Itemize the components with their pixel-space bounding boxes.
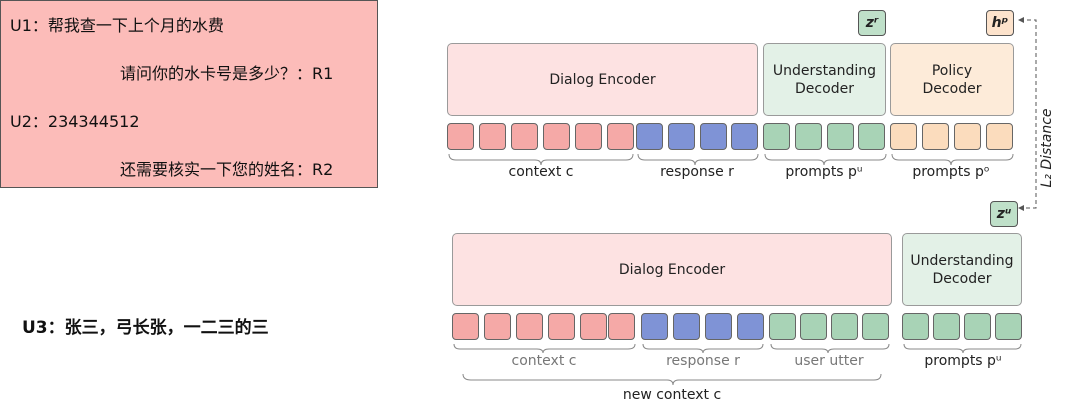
top-token-prompt-o <box>954 123 981 150</box>
top-token-prompt-u <box>827 123 854 150</box>
dialog-r1: 请问你的水卡号是多少？：R1 <box>120 64 334 83</box>
top-token-context <box>447 123 474 150</box>
bottom-token-context <box>484 313 511 340</box>
bottom-token-prompt-u <box>964 313 991 340</box>
zu-symbol: zᵘ <box>990 201 1018 227</box>
bottom-label-prompts-u: prompts pᵘ <box>924 353 1002 369</box>
dialog-u3: U3：张三，弓长张，一二三的三 <box>22 318 269 338</box>
top-token-prompt-o <box>922 123 949 150</box>
bottom-token-user-utter <box>800 313 827 340</box>
top-token-response <box>700 123 727 150</box>
top-dialog-encoder: Dialog Encoder <box>447 43 758 116</box>
bottom-dialog-encoder: Dialog Encoder <box>452 233 892 306</box>
dialog-u1: U1：帮我查一下上个月的水费 <box>10 16 224 35</box>
top-token-context <box>607 123 634 150</box>
top-label-prompts-u: prompts pᵘ <box>785 164 863 180</box>
bottom-dialog-encoder-label: Dialog Encoder <box>618 261 726 278</box>
bottom-token-response <box>641 313 668 340</box>
bottom-token-context <box>452 313 479 340</box>
top-understanding-decoder: Understanding Decoder <box>763 43 886 116</box>
top-token-response <box>731 123 758 150</box>
top-token-context <box>511 123 538 150</box>
dialog-r2: 还需要核实一下您的姓名：R2 <box>120 160 334 179</box>
top-token-context <box>575 123 602 150</box>
top-token-prompt-u <box>795 123 822 150</box>
bottom-understanding-decoder-label: Understanding Decoder <box>910 252 1014 287</box>
top-dialog-encoder-label: Dialog Encoder <box>549 71 656 88</box>
l2-distance-label: L₂ Distance <box>1039 108 1055 188</box>
top-policy-decoder-label: Policy Decoder <box>922 62 982 97</box>
bottom-label-response: response r <box>666 353 740 369</box>
top-token-prompt-o <box>890 123 917 150</box>
top-token-prompt-u <box>763 123 790 150</box>
bottom-token-user-utter <box>769 313 796 340</box>
top-label-prompts-o: prompts pᵒ <box>912 164 990 180</box>
bottom-label-context: context c <box>511 353 577 369</box>
bottom-token-user-utter <box>862 313 889 340</box>
bottom-token-response <box>673 313 700 340</box>
top-token-context <box>543 123 570 150</box>
bottom-token-response <box>705 313 732 340</box>
top-token-response <box>636 123 663 150</box>
hp-symbol: hᵖ <box>986 10 1014 36</box>
top-understanding-decoder-label: Understanding Decoder <box>772 62 877 97</box>
bottom-token-context <box>548 313 575 340</box>
bottom-token-response <box>737 313 764 340</box>
top-policy-decoder: Policy Decoder <box>890 43 1014 116</box>
bottom-token-prompt-u <box>933 313 960 340</box>
dialog-u2: U2：234344512 <box>10 112 140 131</box>
bottom-token-prompt-u <box>902 313 929 340</box>
top-label-response: response r <box>660 164 734 180</box>
bottom-token-prompt-u <box>995 313 1022 340</box>
top-token-prompt-o <box>986 123 1013 150</box>
zr-symbol: zʳ <box>858 10 886 36</box>
top-label-context: context c <box>508 164 574 180</box>
bottom-token-context <box>516 313 543 340</box>
bottom-understanding-decoder: Understanding Decoder <box>902 233 1022 306</box>
bottom-label-new-context: new context c <box>622 387 722 403</box>
bottom-token-context <box>580 313 607 340</box>
top-token-response <box>668 123 695 150</box>
bottom-label-user-utter: user utter <box>794 353 864 369</box>
top-token-context <box>479 123 506 150</box>
bottom-token-user-utter <box>831 313 858 340</box>
top-token-prompt-u <box>858 123 885 150</box>
dialog-example-box: U1：帮我查一下上个月的水费 请问你的水卡号是多少？：R1 U2：2343445… <box>0 0 378 188</box>
bottom-token-context <box>608 313 635 340</box>
